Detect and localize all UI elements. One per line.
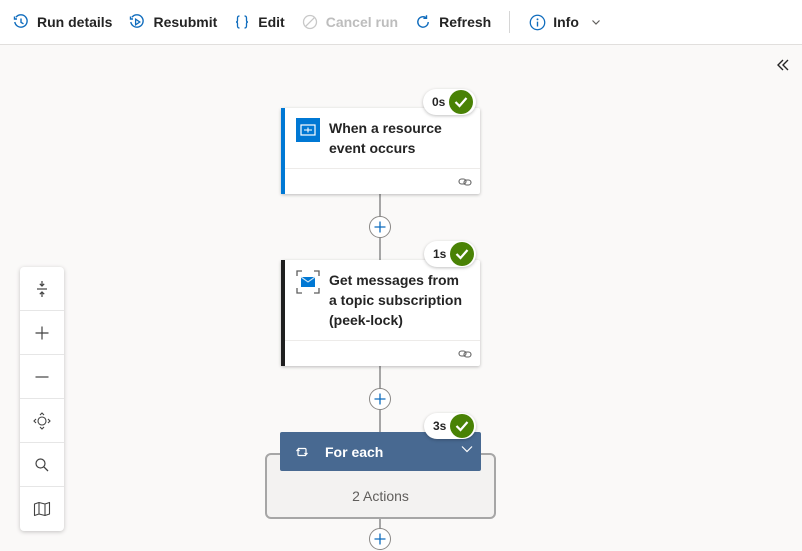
plus-icon [374,221,386,233]
zoom-out-button[interactable] [20,355,64,399]
link-icon [458,349,472,358]
fit-vertical-button[interactable] [20,267,64,311]
duration-label: 3s [433,419,447,433]
zoom-in-icon [35,326,49,339]
history-icon [12,13,30,31]
cancel-icon [301,13,319,31]
plus-icon [374,533,386,545]
minimap-icon [33,501,51,517]
double-chevron-left-icon [777,59,789,71]
status-badge: 0s [423,89,476,115]
add-action-button[interactable] [369,216,391,238]
plus-icon [374,393,386,405]
loop-icon [296,447,308,456]
resubmit-icon [128,13,146,31]
action-card[interactable]: Get messages from a topic subscription (… [281,260,480,366]
info-label: Info [553,14,579,30]
zoom-out-icon [35,375,49,378]
zoom-in-button[interactable] [20,311,64,355]
duration-label: 1s [433,247,447,261]
minimap-button[interactable] [20,487,64,531]
run-details-label: Run details [37,14,113,30]
cancel-run-label: Cancel run [325,14,399,30]
chevron-down-icon [591,17,601,27]
chevron-down-icon[interactable] [461,445,473,453]
refresh-label: Refresh [439,14,492,30]
step-title: Get messages from a topic subscription (… [329,272,463,328]
refresh-icon [414,13,432,31]
toolbar: Run details Resubmit Edit Cancel run Ref… [0,0,802,45]
edit-label: Edit [258,14,285,30]
resubmit-button[interactable]: Resubmit [128,0,233,45]
trigger-card[interactable]: When a resource event occurs [281,108,480,194]
search-button[interactable] [20,443,64,487]
run-details-button[interactable]: Run details [12,0,128,45]
card-accent [281,108,285,194]
info-button[interactable]: Info [528,0,617,45]
add-action-button[interactable] [369,528,391,550]
edit-button[interactable]: Edit [233,0,300,45]
status-badge: 3s [424,413,476,439]
card-footer [285,168,480,194]
canvas-controls [20,267,64,531]
refresh-button[interactable]: Refresh [414,0,507,45]
checkmark-icon [450,242,475,266]
collapse-panel-button[interactable] [774,56,792,74]
info-icon [528,13,546,31]
link-icon [458,177,472,186]
duration-label: 0s [432,95,446,109]
step-title: When a resource event occurs [329,120,442,156]
cancel-run-button[interactable]: Cancel run [301,0,414,45]
search-icon [35,457,49,471]
braces-icon [233,13,251,31]
status-badge: 1s [424,241,476,267]
center-icon [33,411,51,430]
checkmark-icon [450,414,475,438]
checkmark-icon [449,90,474,114]
event-grid-icon [296,118,320,142]
service-bus-icon [296,270,320,294]
toolbar-divider [509,11,511,33]
for-each-title: For each [325,443,384,460]
card-accent [281,260,285,366]
add-action-button[interactable] [369,388,391,410]
resubmit-label: Resubmit [153,14,218,30]
actions-count[interactable]: 2 Actions [352,488,409,504]
card-footer [285,340,480,366]
center-canvas-button[interactable] [20,399,64,443]
fit-vertical-icon [37,280,47,297]
